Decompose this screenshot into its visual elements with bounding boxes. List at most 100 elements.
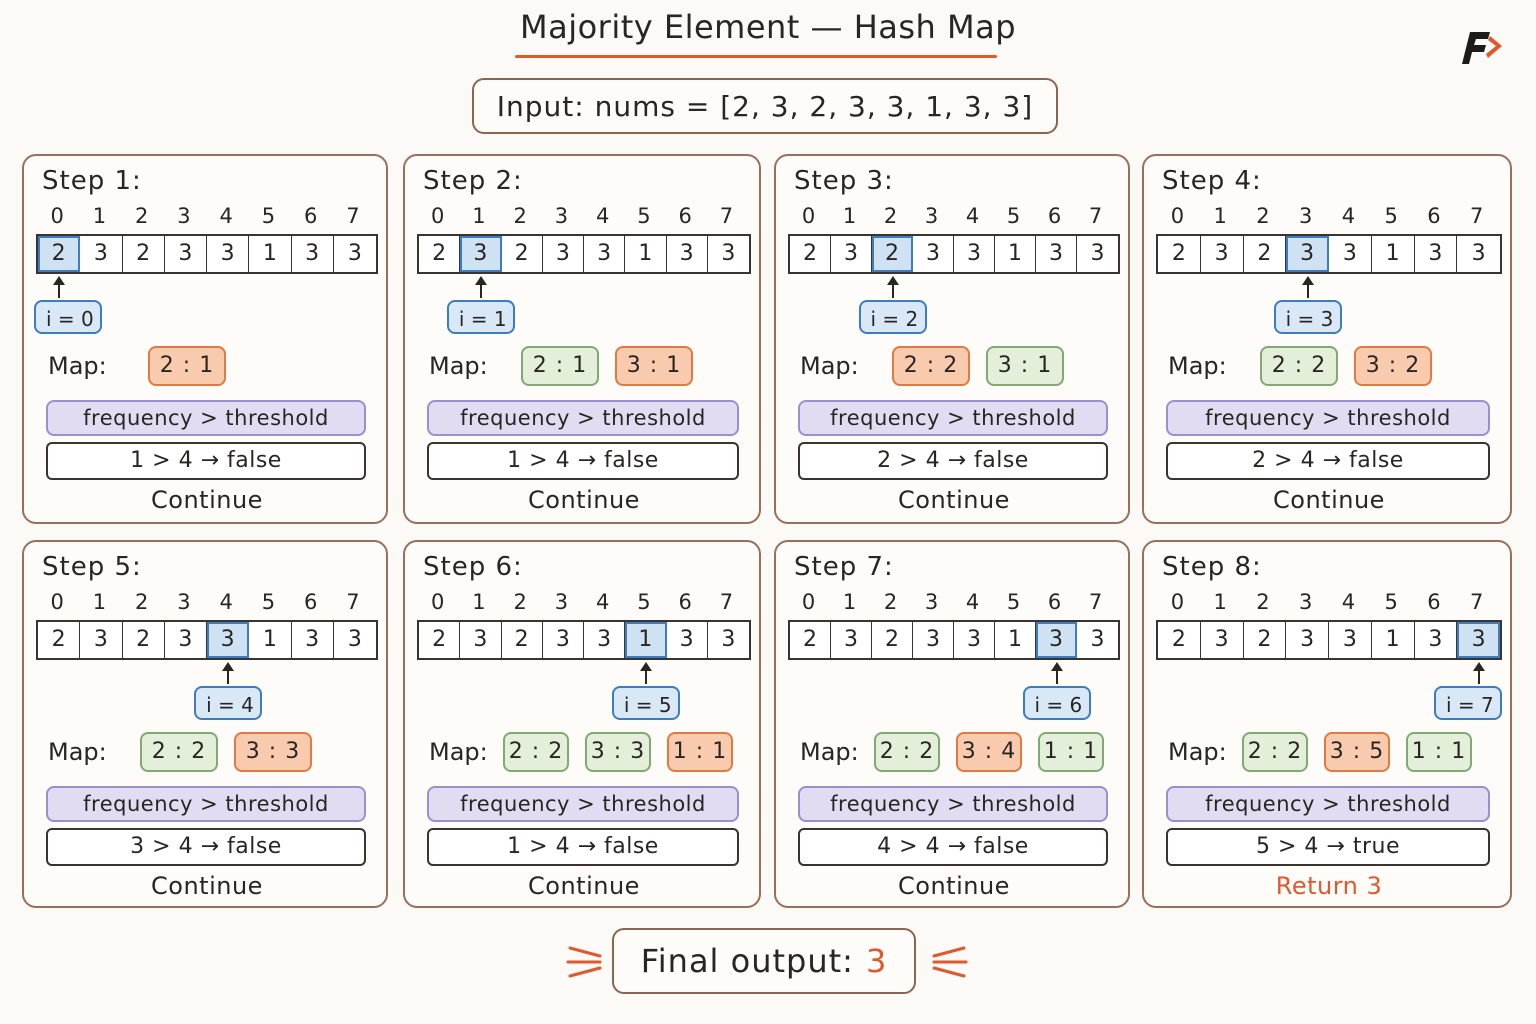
index-label: 5 [1006,590,1021,614]
map-label: Map: [1168,352,1227,380]
array-cell: 3 [292,622,334,658]
index-label: 4 [219,590,233,614]
array-cell: 3 [721,241,736,266]
index-label: 1 [842,204,857,228]
index-label: 1 [472,590,486,614]
index-label: 2 [134,204,149,228]
index-label: 0 [50,204,64,228]
array-cell: 3 [543,236,584,272]
condition-box: frequency > threshold [46,786,366,822]
index-label: 1 [92,590,107,614]
index-label: 3 [554,590,569,614]
condition-box: frequency > threshold [46,400,366,436]
index-label: 0 [1170,590,1185,614]
index-pointer-badge: i = 6 [1022,686,1091,720]
index-label: 3 [924,204,939,228]
array-cell: 2 [1158,622,1201,658]
index-label: 6 [1427,590,1441,614]
condition-box: frequency > threshold [427,400,739,436]
array-cell: 2 [790,236,831,272]
index-label: 7 [719,204,734,228]
continue-label: Continue [528,872,640,900]
array-cell: 3 [1201,236,1244,272]
array-cell: 2 [1244,236,1287,272]
continue-label: Continue [151,872,263,900]
step-title: Step 2: [423,166,523,196]
map-label: Map: [429,738,488,766]
pointer-arrow-icon [222,662,235,684]
array-cell: 3 [584,236,626,272]
map-entry: 2 : 1 [521,346,599,386]
array-cell: 2 [123,622,165,658]
index-label: 0 [1170,204,1185,228]
array-cell: 1 [1372,622,1415,658]
array-cell: 3 [165,622,207,658]
map-label: Map: [800,352,859,380]
step-title: Step 1: [42,166,142,196]
index-label: 6 [678,590,692,614]
index-label: 0 [801,204,816,228]
map-entry: 3 : 4 [956,732,1022,772]
burst-right-icon [932,946,968,978]
map-entry: 3 : 3 [234,732,312,772]
array-cell-current: 3 [1036,622,1077,658]
map-label: Map: [48,738,107,766]
pointer-arrow-icon [886,276,899,298]
evaluation-box: 4 > 4 → false [798,828,1108,866]
index-label: 1 [842,590,857,614]
map-entry: 2 : 2 [874,732,940,772]
array-cell: 3 [831,622,872,658]
array-cell: 3 [1036,236,1077,272]
array-cell: 3 [80,236,123,272]
step-title: Step 3: [794,166,894,196]
index-label: 2 [1256,590,1270,614]
index-label: 5 [261,204,276,228]
array-cell: 3 [1329,236,1372,272]
array-cell: 3 [1286,622,1329,658]
map-entry: 3 : 3 [585,732,651,772]
index-label: 7 [346,204,360,228]
index-label: 2 [513,204,527,228]
index-label: 0 [430,204,445,228]
array-cell: 2 [872,622,913,658]
index-pointer-badge: i = 2 [858,300,927,334]
array-cell: 1 [995,236,1036,272]
array-cell: 1 [249,622,292,658]
array-cell: 3 [1415,236,1458,272]
index-label: 7 [1469,204,1484,228]
final-output-label: Final output: [640,942,854,980]
index-label: 3 [177,204,191,228]
array-cell: 3 [584,622,626,658]
index-label: 0 [50,590,64,614]
array-cell: 3 [721,627,736,652]
input-array-box: Input: nums = [2, 3, 2, 3, 3, 1, 3, 3] [472,78,1058,134]
array-cell: 3 [913,622,954,658]
evaluation-box: 3 > 4 → false [46,828,366,866]
index-label: 6 [303,590,318,614]
map-entry: 2 : 2 [503,732,569,772]
map-entry: 3 : 5 [1324,732,1390,772]
array-cell-current: 3 [1286,236,1329,272]
index-label: 7 [719,590,734,614]
step-title: Step 4: [1162,166,1262,196]
index-pointer-badge: i = 3 [1273,300,1342,334]
index-label: 2 [134,590,149,614]
evaluation-box: 1 > 4 → false [427,442,739,480]
evaluation-box: 1 > 4 → false [427,828,739,866]
index-label: 6 [1047,590,1062,614]
final-output-box: Final output: 3 [612,928,916,994]
index-label: 5 [1006,204,1021,228]
evaluation-box: 5 > 4 → true [1166,828,1490,866]
array-cell: 3 [207,236,250,272]
index-label: 3 [554,204,569,228]
